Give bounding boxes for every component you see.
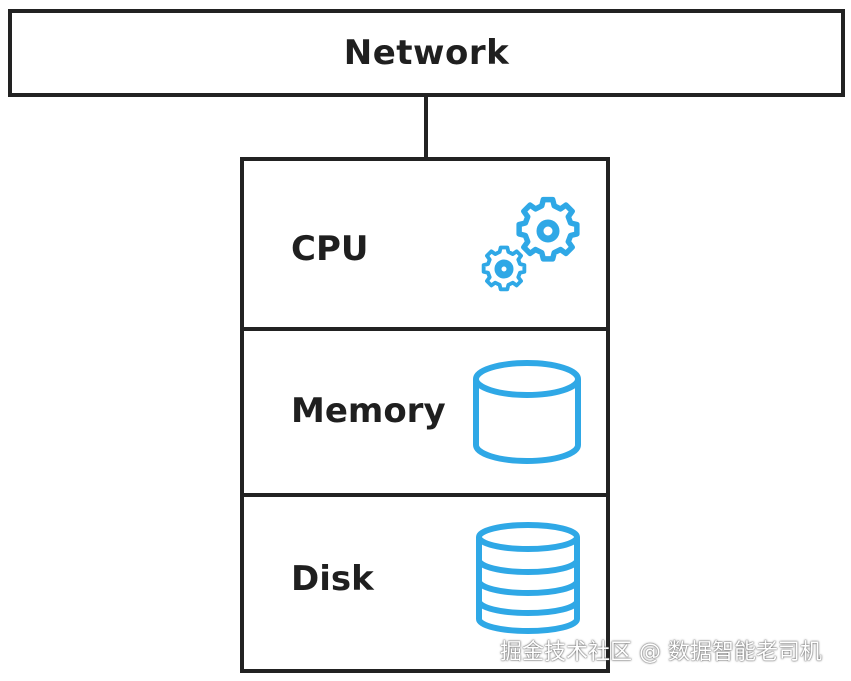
memory-row: Memory (244, 331, 606, 493)
network-server-connector (424, 97, 428, 157)
gears-icon (481, 196, 580, 292)
network-label: Network (343, 33, 510, 73)
row-divider (244, 493, 606, 497)
cylinder-icon (473, 360, 581, 464)
disk-label: Disk (291, 559, 374, 599)
network-box: Network (8, 9, 845, 97)
cpu-label: CPU (291, 229, 369, 269)
memory-label: Memory (291, 391, 446, 431)
server-box: CPU Memory (240, 157, 610, 673)
database-stack-icon (476, 522, 580, 634)
cpu-row: CPU (244, 161, 606, 327)
watermark: 掘金技术社区 @ 数据智能老司机 (500, 640, 822, 665)
disk-row: Disk (244, 497, 606, 669)
row-divider (244, 327, 606, 331)
